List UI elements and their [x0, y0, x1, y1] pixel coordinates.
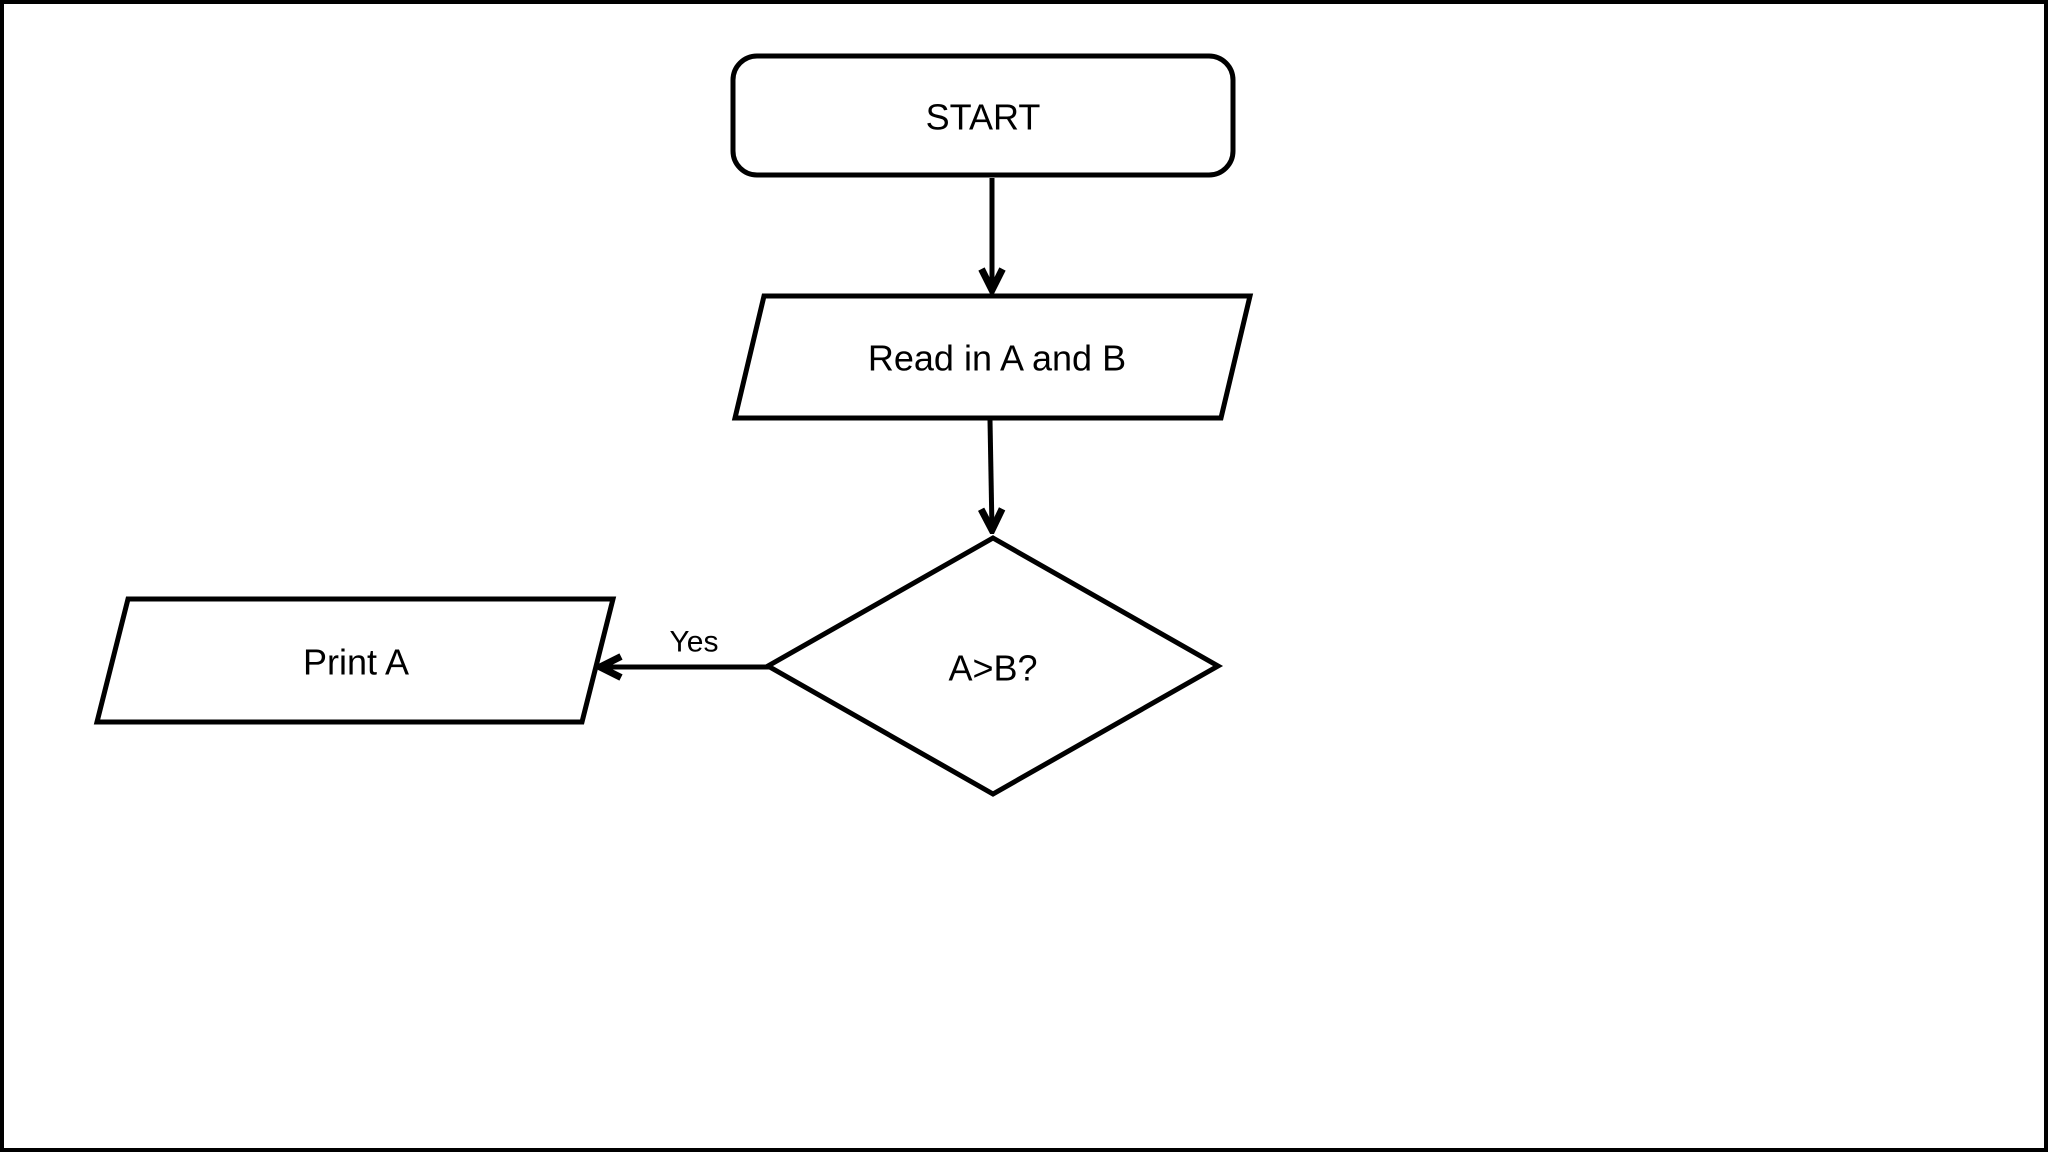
- diamond-shape: [762, 535, 1224, 797]
- node-print-a-label: Print A: [303, 642, 409, 683]
- node-read-input: Read in A and B: [731, 293, 1254, 421]
- node-decision: A>B?: [762, 535, 1224, 797]
- parallelogram-shape: [93, 596, 617, 725]
- node-start: START: [730, 53, 1236, 178]
- edge-label-yes: Yes: [670, 626, 719, 659]
- node-print-a: Print A: [93, 596, 617, 725]
- terminator-shape: [730, 53, 1236, 178]
- node-decision-label: A>B?: [948, 648, 1037, 689]
- node-read-input-label: Read in A and B: [868, 338, 1126, 379]
- parallelogram-shape: [731, 293, 1254, 421]
- node-start-label: START: [926, 97, 1041, 138]
- edge-read-to-decision: [990, 419, 992, 530]
